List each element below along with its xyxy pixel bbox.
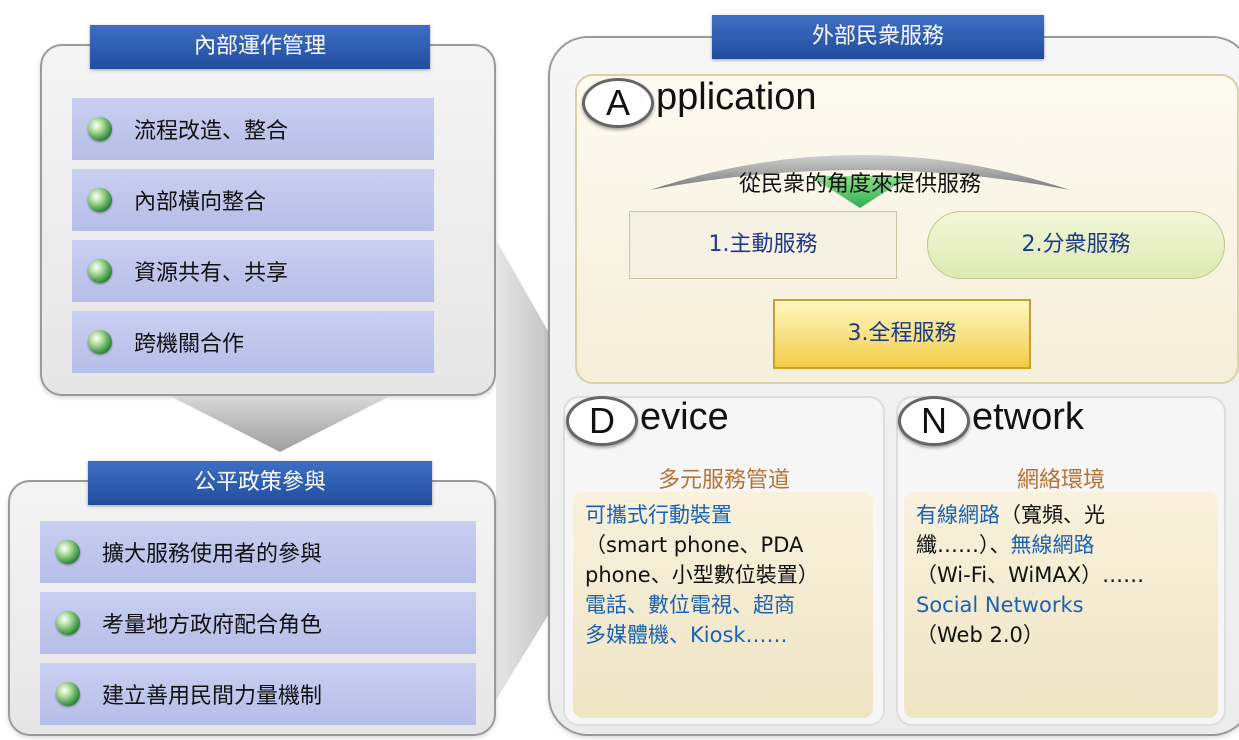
internal-item: 內部橫向整合	[72, 169, 434, 231]
application-word: pplication	[656, 76, 817, 118]
device-content: 可攜式行動裝置 （smart phone、PDA phone、小型數位裝置） 電…	[573, 492, 873, 718]
green-bullet-icon	[88, 188, 112, 212]
policy-item: 建立善用民間力量機制	[40, 663, 476, 725]
green-bullet-icon	[88, 117, 112, 141]
internal-item: 資源共有、共享	[72, 240, 434, 302]
policy-item: 擴大服務使用者的參與	[40, 521, 476, 583]
green-bullet-icon	[56, 611, 80, 635]
device-letter-badge: D	[566, 396, 638, 446]
green-bullet-icon	[56, 540, 80, 564]
service-box-proactive: 1.主動服務	[629, 211, 897, 279]
network-word: etwork	[972, 396, 1084, 438]
service-box-full: 3.全程服務	[773, 299, 1031, 369]
application-arrow-text: 從民衆的角度來提供服務	[738, 172, 981, 197]
external-title: 外部民衆服務	[712, 15, 1044, 59]
internal-item: 跨機關合作	[72, 311, 434, 373]
network-letter-badge: N	[898, 396, 970, 446]
network-subtitle: 網絡環境	[1016, 468, 1105, 493]
device-word: evice	[640, 396, 729, 438]
policy-title: 公平政策參與	[88, 461, 432, 505]
curved-arrow-shape	[650, 155, 1070, 208]
policy-item: 考量地方政府配合角色	[40, 592, 476, 654]
device-subtitle: 多元服務管道	[657, 468, 790, 493]
green-bullet-icon	[56, 682, 80, 706]
network-content: 有線網路（寬頻、光 纖……）、無線網路 （Wi-Fi、WiMAX）…… Soci…	[904, 492, 1218, 718]
green-bullet-icon	[88, 330, 112, 354]
service-box-segmented: 2.分衆服務	[927, 211, 1225, 279]
internal-item: 流程改造、整合	[72, 98, 434, 160]
internal-title: 內部運作管理	[90, 25, 430, 69]
application-letter-badge: A	[582, 78, 654, 128]
green-bullet-icon	[88, 259, 112, 283]
down-arrow-shape	[170, 396, 390, 452]
